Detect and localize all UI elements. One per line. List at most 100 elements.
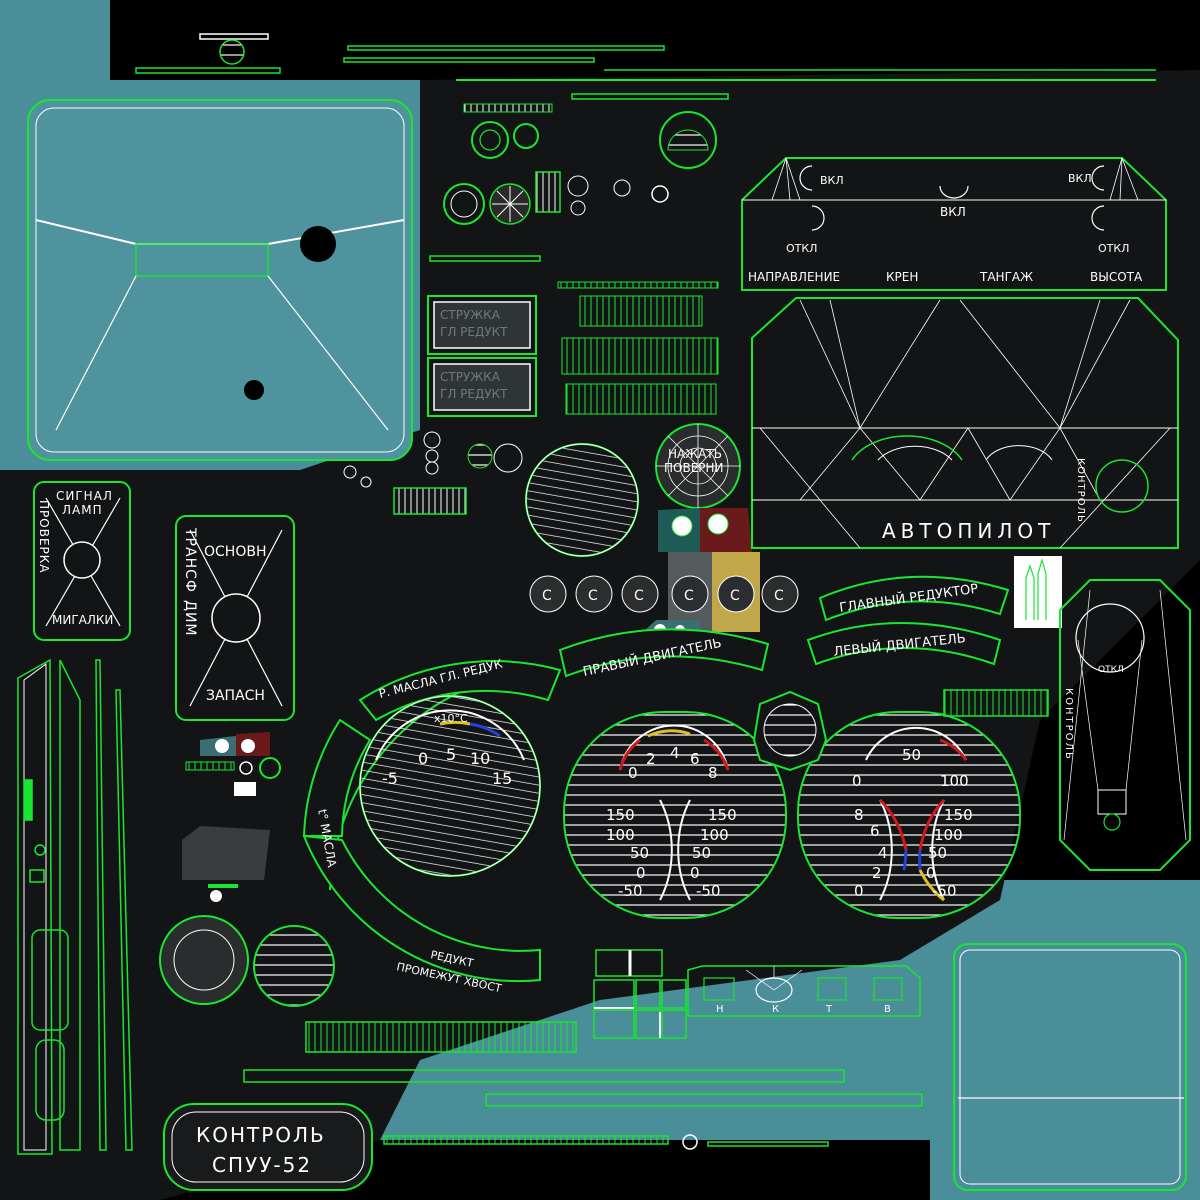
- transformer-side-2: ДИМ: [182, 600, 198, 637]
- right-gauge-r-1: 150: [944, 806, 973, 824]
- transformer-side-1: ТРАНСФ: [182, 527, 198, 593]
- top-switch-cluster: [429, 111, 719, 289]
- left-vertical-strips: [17, 658, 133, 1155]
- left-gauge-r-2: 100: [700, 826, 729, 844]
- cap-letter-2: С: [588, 588, 598, 604]
- vent-grill: [943, 689, 1049, 717]
- autopilot-mode-panel: [741, 157, 1167, 291]
- mode-letter-k: К: [772, 1004, 779, 1015]
- cap-letter-3: С: [634, 588, 644, 604]
- right-gauge-top-0: 0: [852, 772, 862, 790]
- bottom-left-round-dials: [159, 826, 335, 1007]
- right-gauge-r-4: 0: [926, 864, 936, 882]
- autopilot-control: КОНТРОЛЬ: [1075, 458, 1086, 523]
- signal-lamp-title-1: СИГНАЛ: [56, 489, 113, 503]
- autopilot-channel-pitch: ТАНГАЖ: [979, 270, 1033, 284]
- right-gauge-l-5: 0: [854, 882, 864, 900]
- left-gauge-top-0: 0: [628, 764, 638, 782]
- autopilot-off-right: ОТКЛ: [1098, 242, 1129, 255]
- left-gauge-l-2: 100: [606, 826, 635, 844]
- teal-region-top-corner: [0, 0, 110, 80]
- control-plate: [163, 1103, 373, 1191]
- autopilot-channel-roll: КРЕН: [886, 270, 918, 284]
- left-gauge-r-5: -50: [696, 882, 721, 900]
- engine-gauge-left: [563, 711, 787, 919]
- right-gauge-l-2: 6: [870, 822, 880, 840]
- right-gauge-r-5: -50: [932, 882, 957, 900]
- top-strips: [135, 33, 1156, 113]
- oil-temp-gauge: [302, 660, 562, 983]
- mode-selector-panel: [687, 965, 921, 1017]
- left-gauge-top-2: 2: [646, 750, 656, 768]
- breaker-caps-row: [529, 575, 799, 613]
- mode-letter-n: Н: [716, 1004, 724, 1015]
- right-gauge-top-100: 100: [940, 772, 969, 790]
- teal-region-bottom-right: [930, 880, 1200, 1200]
- left-gauge-top-8: 8: [708, 764, 718, 782]
- autopilot-channel-altitude: ВЫСОТА: [1090, 270, 1143, 284]
- press-button-1: НАЖАТЬ: [668, 447, 722, 461]
- left-gauge-top-4: 4: [670, 744, 680, 762]
- chip-label-1a: СТРУЖКА: [440, 308, 501, 322]
- right-gauge-r-2: 100: [934, 826, 963, 844]
- left-gauge-r-1: 150: [708, 806, 737, 824]
- right-gauge-r-3: 50: [928, 844, 947, 862]
- press-button-2: ПОВЕРНИ: [664, 461, 724, 475]
- overhead-panel-wireframe: [27, 99, 413, 461]
- control-plate-line-1: КОНТРОЛЬ: [196, 1123, 326, 1147]
- small-lamps-pair: [185, 732, 281, 796]
- left-gauge-r-4: 0: [690, 864, 700, 882]
- cap-letter-5: С: [730, 588, 740, 604]
- right-gauge-l-1: 8: [854, 806, 864, 824]
- attitude-indicator: [525, 443, 639, 557]
- cap-letter-1: С: [542, 588, 552, 604]
- right-gauge-l-3: 4: [878, 844, 888, 862]
- side-panel-control: КОНТРОЛЬ: [1063, 688, 1074, 761]
- right-gauge-top-50: 50: [902, 746, 921, 764]
- autopilot-on-center: ВКЛ: [940, 205, 966, 219]
- mode-letter-t: Т: [825, 1004, 833, 1015]
- autopilot-title: АВТОПИЛОТ: [882, 519, 1055, 543]
- control-plate-line-2: СПУУ-52: [212, 1153, 312, 1177]
- left-gauge-r-3: 50: [692, 844, 711, 862]
- chip-label-2a: СТРУЖКА: [440, 370, 501, 384]
- autopilot-on-right: ВКЛ: [1068, 172, 1092, 185]
- oil-gauge-tick-2: 0: [418, 749, 428, 768]
- autopilot-off-left: ОТКЛ: [786, 242, 817, 255]
- arc-bands: [558, 575, 1010, 678]
- signal-lamp-blink: МИГАЛКИ: [52, 613, 113, 627]
- cap-letter-4: С: [684, 588, 694, 604]
- transformer-panel: [175, 515, 295, 721]
- left-gauge-l-1: 150: [606, 806, 635, 824]
- press-turn-knob[interactable]: [655, 423, 741, 509]
- oil-gauge-tick-5: 15: [492, 769, 512, 788]
- chip-label-2b: ГЛ РЕДУКТ: [440, 387, 508, 401]
- signal-lamp-panel: [33, 481, 131, 641]
- autopilot-channel-direction: НАПРАВЛЕНИЕ: [748, 270, 840, 284]
- cap-letter-6: С: [774, 588, 784, 604]
- signal-lamp-check: ПРОВЕРКА: [37, 500, 51, 573]
- engine-gauge-right: [797, 711, 1021, 919]
- left-gauge-top-6: 6: [690, 750, 700, 768]
- autopilot-on-left: ВКЛ: [820, 174, 844, 187]
- lamp-thumbnail: [1014, 556, 1062, 628]
- transformer-reserve: ЗАПАСН: [206, 688, 265, 704]
- chip-warning-lamps: [427, 295, 719, 417]
- left-gauge-l-4: 0: [636, 864, 646, 882]
- signal-lamp-title-2: ЛАМП: [62, 503, 103, 517]
- left-gauge-l-3: 50: [630, 844, 649, 862]
- oil-gauge-tick-1: -5: [382, 769, 398, 788]
- small-ball-indicator: [752, 690, 828, 772]
- left-gauge-l-5: -50: [618, 882, 643, 900]
- bottom-strips: [243, 1021, 923, 1150]
- transformer-main: ОСНОВН: [204, 544, 266, 560]
- side-panel-off: ОТКЛ: [1098, 665, 1124, 675]
- oil-gauge-tick-3: 5: [446, 745, 456, 764]
- bottom-right-panel-wireframe: [953, 943, 1187, 1191]
- mode-letter-v: В: [884, 1004, 891, 1015]
- chip-label-1b: ГЛ РЕДУКТ: [440, 325, 508, 339]
- autopilot-main-panel: [751, 297, 1179, 549]
- side-control-panel: [1059, 579, 1191, 871]
- switch-grid: [593, 949, 687, 1039]
